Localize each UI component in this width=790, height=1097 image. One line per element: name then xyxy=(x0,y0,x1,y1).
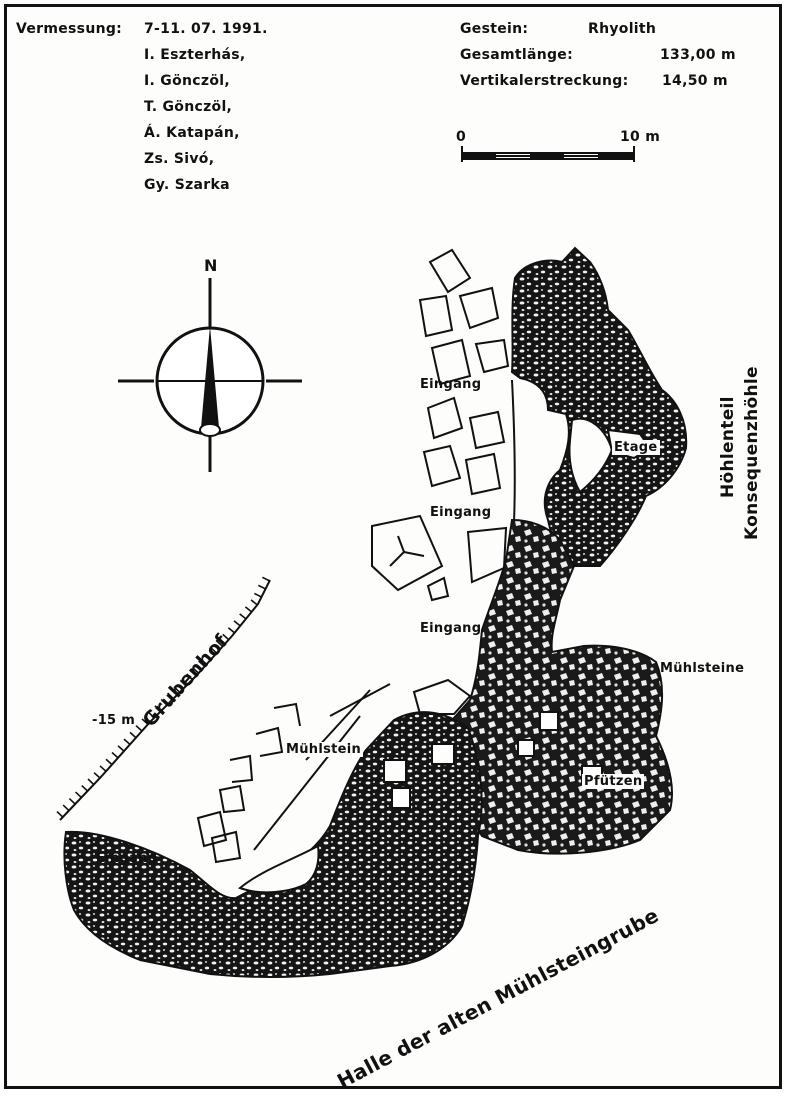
survey-date: 7-11. 07. 1991. xyxy=(144,21,268,37)
length-label: Gesamtlänge: xyxy=(460,47,573,63)
hatch-tick xyxy=(93,772,101,779)
label-depth: -15 m xyxy=(92,713,136,728)
label-side-line1: Höhlenteil xyxy=(718,396,738,498)
etage-passage xyxy=(510,246,688,567)
hatch-tick xyxy=(192,667,200,674)
hatch-tick xyxy=(179,679,187,687)
hatch-tick xyxy=(56,811,64,818)
hatch-tick xyxy=(222,633,230,641)
surveyor-3: T. Gönczöl, xyxy=(144,99,233,115)
label-muhlstein: Mühlstein xyxy=(284,742,364,757)
hatch-tick xyxy=(244,606,253,613)
label-eingang-4: Eingang xyxy=(96,851,158,866)
hatch-tick xyxy=(250,599,258,606)
surveyor-5: Zs. Sivó, xyxy=(144,151,215,167)
hatch-tick xyxy=(62,804,70,812)
hatch-tick xyxy=(186,673,193,681)
surveyor-1: I. Eszterhás, xyxy=(144,47,246,63)
label-etage: Etage xyxy=(612,440,660,455)
hatch-tick xyxy=(135,725,143,732)
hatch-tick xyxy=(198,660,206,668)
label-side-line2: Konsequenzhöhle xyxy=(742,366,762,540)
central-passage xyxy=(443,518,674,855)
boulders xyxy=(196,248,510,864)
label-eingang-1: Eingang xyxy=(420,377,482,392)
hatch-tick xyxy=(173,686,181,693)
scale-start-label: 0 xyxy=(456,129,467,145)
scale-bar xyxy=(461,146,635,162)
rock-label: Gestein: xyxy=(460,21,529,37)
hatch-tick xyxy=(147,711,155,719)
hatch-tick xyxy=(129,731,137,739)
lower-hall xyxy=(63,711,483,978)
hatch-tick xyxy=(68,797,76,805)
hatch-tick xyxy=(99,765,107,772)
hatch-tick xyxy=(167,692,174,700)
quarry-edge-hatches xyxy=(56,576,270,818)
hatch-tick xyxy=(105,758,113,766)
label-eingang-3: Eingang xyxy=(420,621,482,636)
surveyor-6: Gy. Szarka xyxy=(144,177,230,193)
hatch-tick xyxy=(204,653,212,661)
surveyor-2: I. Gönczöl, xyxy=(144,73,230,89)
north-label: N xyxy=(204,256,218,275)
hatch-tick xyxy=(239,613,247,620)
label-eingang-2: Eingang xyxy=(430,505,492,520)
hatch-tick xyxy=(262,576,270,582)
rock-value: Rhyolith xyxy=(588,21,657,37)
hatch-tick xyxy=(75,791,82,799)
hatch-tick xyxy=(87,778,95,786)
length-value: 133,00 m xyxy=(660,47,736,63)
hatch-tick xyxy=(81,784,89,792)
hatch-tick xyxy=(253,592,262,598)
hatch-tick xyxy=(117,745,125,752)
hatch-tick xyxy=(111,751,119,759)
surveyor-4: Á. Katapán, xyxy=(144,125,240,141)
survey-label: Vermessung: xyxy=(16,21,123,37)
label-muhlsteine: Mühlsteine xyxy=(660,661,745,676)
hatch-tick xyxy=(258,584,266,590)
hatch-tick xyxy=(227,627,236,634)
vertical-label: Vertikalerstreckung: xyxy=(460,73,629,89)
hatch-tick xyxy=(123,738,131,746)
north-arrow xyxy=(118,278,302,472)
hatch-tick xyxy=(216,640,224,647)
hatch-tick xyxy=(154,705,162,713)
hatch-tick xyxy=(210,647,218,654)
hatch-tick xyxy=(160,698,168,706)
hatch-tick xyxy=(141,718,149,725)
hatch-tick xyxy=(233,620,241,627)
scale-end-label: 10 m xyxy=(620,129,661,145)
label-pfutzen: Pfützen xyxy=(582,774,645,789)
vertical-value: 14,50 m xyxy=(662,73,728,89)
